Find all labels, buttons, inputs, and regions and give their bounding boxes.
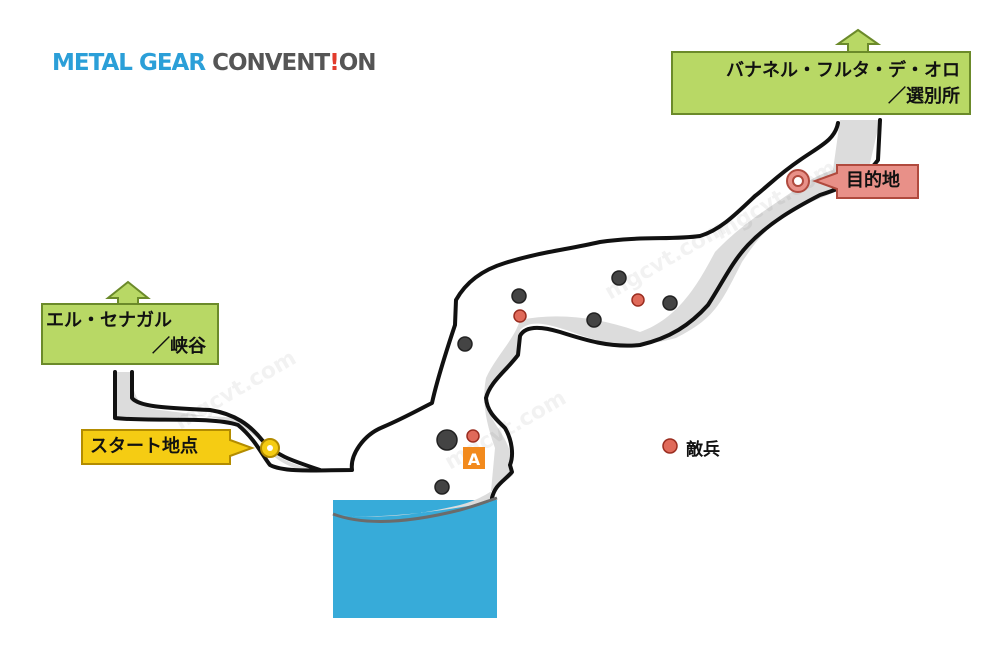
exit-label-top-right-line2: ／選別所 — [888, 86, 960, 107]
start-callout — [81, 429, 255, 465]
logo-part-1: METAL GEAR — [52, 50, 213, 76]
path-outline-lower — [130, 370, 322, 472]
obstacle-dot — [511, 288, 527, 304]
watermark: mgcvt.com mgcvt.com mgcvt.com mgcvt.com — [171, 156, 841, 476]
obstacle-dot — [662, 295, 678, 311]
legend-enemy-icon — [662, 438, 678, 454]
logo-part-2: CONVENT — [212, 50, 330, 76]
logo-part-3: ! — [329, 50, 339, 76]
exit-label-left-line1: エル・セナガル — [46, 310, 172, 331]
marker-a-box — [463, 447, 485, 469]
path-outline-upper — [113, 121, 840, 473]
goal-label: 目的地 — [846, 170, 900, 191]
exit-label-top-right-line1: バナネル・フルタ・デ・オロ — [726, 60, 960, 81]
exit-label-left-line2: ／峡谷 — [152, 336, 206, 357]
goal-marker-inner — [792, 175, 804, 187]
walkable-path — [115, 120, 880, 517]
exit-box-left — [41, 303, 219, 365]
enemy-dot — [466, 429, 480, 443]
exit-box-top-right — [671, 51, 971, 115]
path-outline-main — [484, 118, 882, 500]
enemy-dots — [466, 293, 645, 443]
legend-enemy-label: 敵兵 — [686, 440, 720, 460]
obstacle-dot — [611, 270, 627, 286]
enemy-dot — [513, 309, 527, 323]
brand-logo: METAL GEAR CONVENT!ON — [52, 50, 377, 76]
exit-label-top-right: バナネル・フルタ・デ・オロ ／選別所 — [676, 58, 960, 110]
exit-label-left: エル・セナガル ／峡谷 — [46, 308, 206, 360]
obstacle-dot — [434, 479, 450, 495]
obstacle-dots — [434, 270, 678, 495]
enemy-dot — [631, 293, 645, 307]
marker-a-label: A — [468, 450, 481, 469]
exit-arrow-top-right — [834, 28, 882, 53]
logo-part-4: ON — [338, 50, 377, 76]
obstacle-dot — [457, 336, 473, 352]
start-marker-center — [267, 445, 273, 451]
start-label: スタート地点 — [90, 436, 198, 457]
exit-arrow-left — [105, 280, 151, 305]
path-outline-water-edge — [332, 496, 498, 523]
goal-callout — [812, 164, 919, 199]
obstacle-dot — [586, 312, 602, 328]
obstacle-dot — [436, 429, 458, 451]
watermark-text-4: mgcvt.com — [711, 156, 841, 246]
